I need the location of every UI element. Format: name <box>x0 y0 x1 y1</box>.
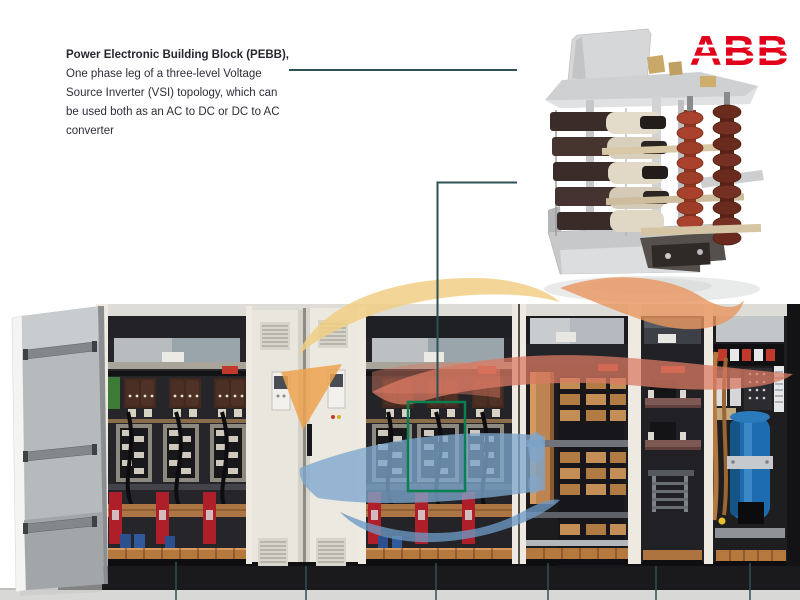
dc-capacitors-red <box>109 492 216 544</box>
cabinet-bay-filter <box>711 316 787 565</box>
pebb-module-image <box>544 28 764 302</box>
closed-door-2 <box>306 308 358 566</box>
pebb-highlight-box <box>406 400 467 493</box>
floor <box>0 588 800 600</box>
bay-reference-lines <box>175 562 751 600</box>
thyristor-stacks <box>116 424 246 482</box>
cabinet-bay-control <box>641 316 704 565</box>
callout-line-module-to-cabinet <box>436 181 517 403</box>
annotation-line: One phase leg of a three-level Voltage <box>66 68 262 80</box>
annotation-title: Power Electronic Building Block (PEBB), <box>66 49 290 61</box>
closed-door-1 <box>250 310 304 566</box>
annotation-line: be used both as an AC to DC or DC to AC <box>66 106 280 118</box>
annotation-line: converter <box>66 125 114 137</box>
blue-capacitor-cylinder <box>727 411 773 524</box>
callout-lines <box>175 69 751 600</box>
abb-logo: ABB <box>684 27 790 75</box>
pebb-annotation: Power Electronic Building Block (PEBB), … <box>66 46 306 141</box>
green-pcb <box>108 377 120 409</box>
abb-logo-text: ABB <box>689 27 790 75</box>
watermark-overlay <box>281 277 793 543</box>
cabinet-lineup-photo <box>0 304 800 600</box>
abb-logo-slit <box>684 55 790 59</box>
abb-logo-slit <box>684 44 790 48</box>
door-rail <box>23 341 97 534</box>
pebb-insulators <box>676 92 742 246</box>
door-handle <box>307 424 312 456</box>
open-cabinet-door <box>11 306 108 596</box>
fuse-block-row <box>718 349 775 361</box>
cabinet-bay-busbars <box>526 316 628 568</box>
pebb-ceramic-stack <box>606 112 669 232</box>
annotation-line: Source Inverter (VSI) topology, which ca… <box>66 87 278 99</box>
cabinet-bay-rectifier <box>108 316 246 565</box>
